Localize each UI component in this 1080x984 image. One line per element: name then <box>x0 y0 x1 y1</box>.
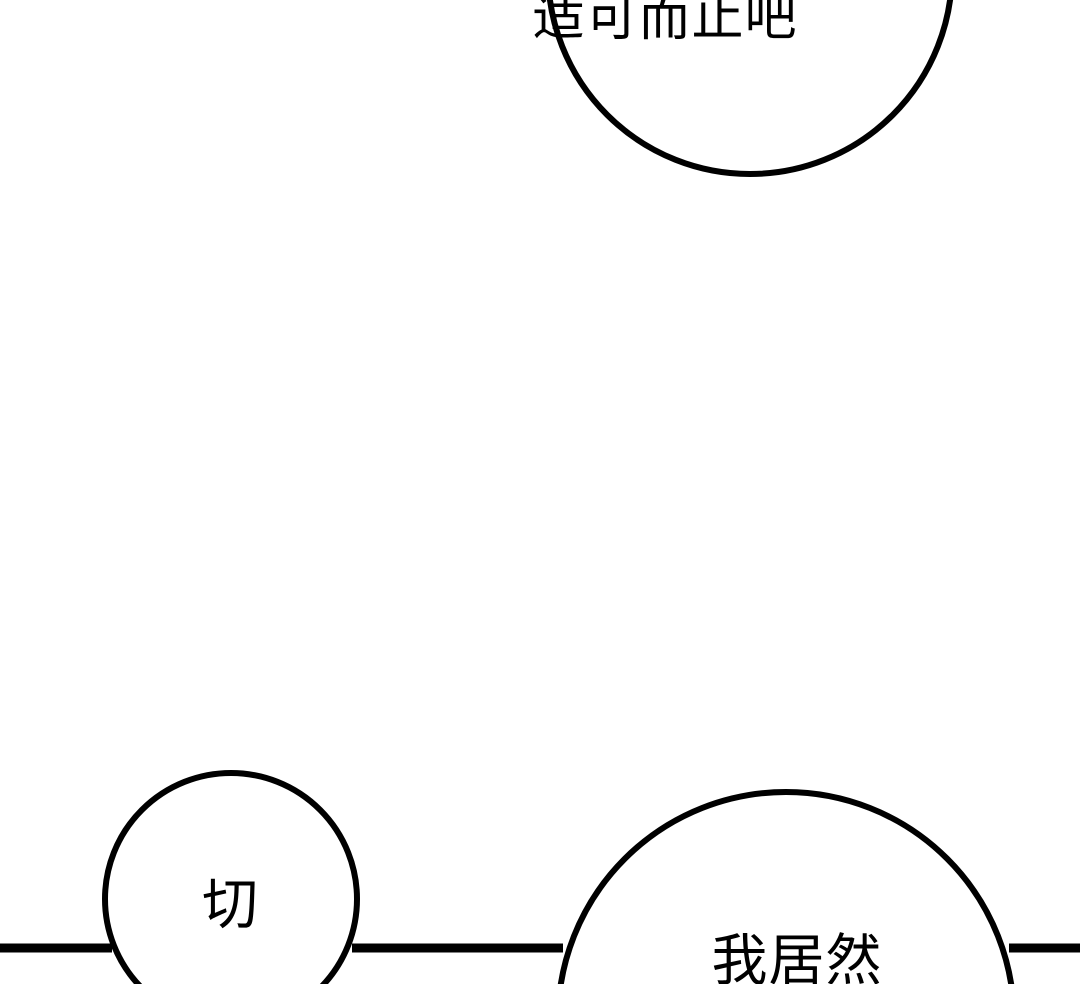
speech-bubble-top-text: 适可而止吧 <box>532 0 798 48</box>
speech-bubble-bottom-right-outline <box>557 789 1015 984</box>
speech-bubble-top-outline <box>546 0 954 177</box>
speech-bubble-bottom-left-text: 切 <box>202 873 258 938</box>
speech-bubble-bottom-right-text: 我居然 <box>711 929 883 984</box>
speech-bubble-bottom-left-outline <box>102 770 360 984</box>
